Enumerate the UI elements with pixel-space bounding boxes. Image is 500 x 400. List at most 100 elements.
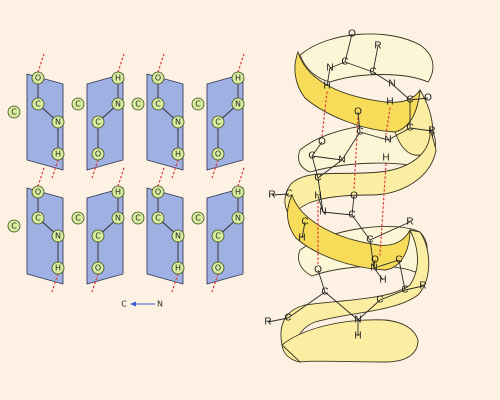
hydrogen-atom-label: H xyxy=(235,188,241,197)
helix-backbone-bond xyxy=(322,211,353,216)
hydrogen-label: H xyxy=(314,191,321,202)
residue-label: R xyxy=(406,217,413,228)
helix-backbone-bond xyxy=(359,131,389,141)
oxygen-atom-label: O xyxy=(35,74,41,83)
helix-side-bond xyxy=(311,155,343,161)
hydrogen-bond xyxy=(237,53,245,73)
nitrogen-label: N xyxy=(338,155,345,166)
hydrogen-atom-label: H xyxy=(55,150,61,159)
carbon-atom xyxy=(151,211,165,225)
helix-side-bond xyxy=(404,285,424,291)
carbon-atom xyxy=(71,97,85,111)
nitrogen-atom xyxy=(111,211,125,225)
carbon-label: C xyxy=(369,67,376,78)
carbon-label: C xyxy=(341,57,348,68)
helix-hydrogen-bonds xyxy=(317,91,391,265)
helix-side-bond xyxy=(373,259,376,269)
carbon-label: C xyxy=(308,151,315,162)
nitrogen-atom xyxy=(231,97,245,111)
carbon-label: C xyxy=(301,217,308,228)
hydrogen-label: H xyxy=(323,81,330,92)
helix-hydrogen-bond xyxy=(353,117,359,191)
helix-backbone-bond xyxy=(317,159,343,179)
nitrogen-atom-label: N xyxy=(55,118,61,127)
carbon-atom-label: C xyxy=(35,100,41,109)
hydrogen-label: H xyxy=(298,233,305,244)
oxygen-atom xyxy=(91,261,105,275)
helix-backbone-bond xyxy=(324,291,359,321)
residue-label: R xyxy=(428,126,435,137)
hydrogen-bond xyxy=(37,167,45,187)
carbon-atom-label: C xyxy=(215,118,221,127)
carbon-atom xyxy=(151,97,165,111)
helix-side-bond xyxy=(329,61,346,69)
direction-to-label: N xyxy=(157,300,163,309)
sheet-plane xyxy=(206,73,244,171)
oxygen-atom-label: O xyxy=(215,264,221,273)
nitrogen-label: N xyxy=(388,79,395,90)
carbon-label: C xyxy=(314,173,321,184)
nitrogen-atom-label: N xyxy=(115,100,121,109)
carbon-label: C xyxy=(366,235,373,246)
carbon-atom xyxy=(131,211,145,225)
oxygen-atom xyxy=(211,147,225,161)
hydrogen-label: H xyxy=(386,97,393,108)
carbon-label: C xyxy=(406,95,413,106)
carbon-atom xyxy=(7,105,21,119)
oxygen-label: O xyxy=(354,107,362,118)
hydrogen-bond xyxy=(51,159,59,179)
nitrogen-atom-label: N xyxy=(175,232,181,241)
helix-side-bond xyxy=(301,221,306,239)
helix-side-bond xyxy=(344,33,353,63)
hydrogen-bond xyxy=(157,53,165,73)
helix-ribbon-back-1 xyxy=(299,33,434,83)
residue-label: R xyxy=(374,41,381,52)
residue-label: R xyxy=(264,317,271,328)
oxygen-atom-label: O xyxy=(215,150,221,159)
helix-side-bond xyxy=(311,155,319,179)
carbon-atom xyxy=(71,211,85,225)
hydrogen-bond xyxy=(171,273,179,293)
helix-backbone-bond xyxy=(387,127,411,141)
carbon-atom xyxy=(91,115,105,129)
carbon-atom xyxy=(131,97,145,111)
nitrogen-atom-label: N xyxy=(175,118,181,127)
helix-side-bond xyxy=(372,45,379,73)
carbon-atom-label: C xyxy=(95,118,101,127)
oxygen-label: O xyxy=(424,93,432,104)
hydrogen-atom-label: H xyxy=(175,150,181,159)
hydrogen-atom-label: H xyxy=(235,74,241,83)
carbon-atom xyxy=(31,97,45,111)
helix-side-bond xyxy=(351,195,355,216)
hydrogen-atom-label: H xyxy=(55,264,61,273)
chain-direction-indicator: C N xyxy=(121,300,163,309)
carbon-atom xyxy=(31,211,45,225)
residue-label: R xyxy=(268,190,275,201)
helix-backbone-bond xyxy=(391,83,411,101)
sheet-hydrogen-bonds xyxy=(37,53,245,293)
nitrogen-atom xyxy=(111,97,125,111)
carbon-label: C xyxy=(406,123,413,134)
hydrogen-atom xyxy=(231,71,245,85)
sheet-plane xyxy=(86,73,124,171)
carbon-atom-label: C xyxy=(11,108,17,117)
carbon-atom-label: C xyxy=(135,214,141,223)
oxygen-label: O xyxy=(350,191,358,202)
helix-ribbon-front-5 xyxy=(281,319,419,363)
hydrogen-label: H xyxy=(379,275,386,286)
nitrogen-atom-label: N xyxy=(235,100,241,109)
oxygen-atom xyxy=(91,147,105,161)
helix-side-bond xyxy=(409,97,429,101)
hydrogen-atom-label: H xyxy=(175,264,181,273)
nitrogen-atom xyxy=(171,229,185,243)
hydrogen-atom xyxy=(51,147,65,161)
carbon-atom-label: C xyxy=(195,214,201,223)
hydrogen-atom-label: H xyxy=(115,188,121,197)
oxygen-atom-label: O xyxy=(35,188,41,197)
hydrogen-bond xyxy=(211,159,219,179)
carbon-atom-label: C xyxy=(155,214,161,223)
helix-side-bond xyxy=(409,127,433,132)
